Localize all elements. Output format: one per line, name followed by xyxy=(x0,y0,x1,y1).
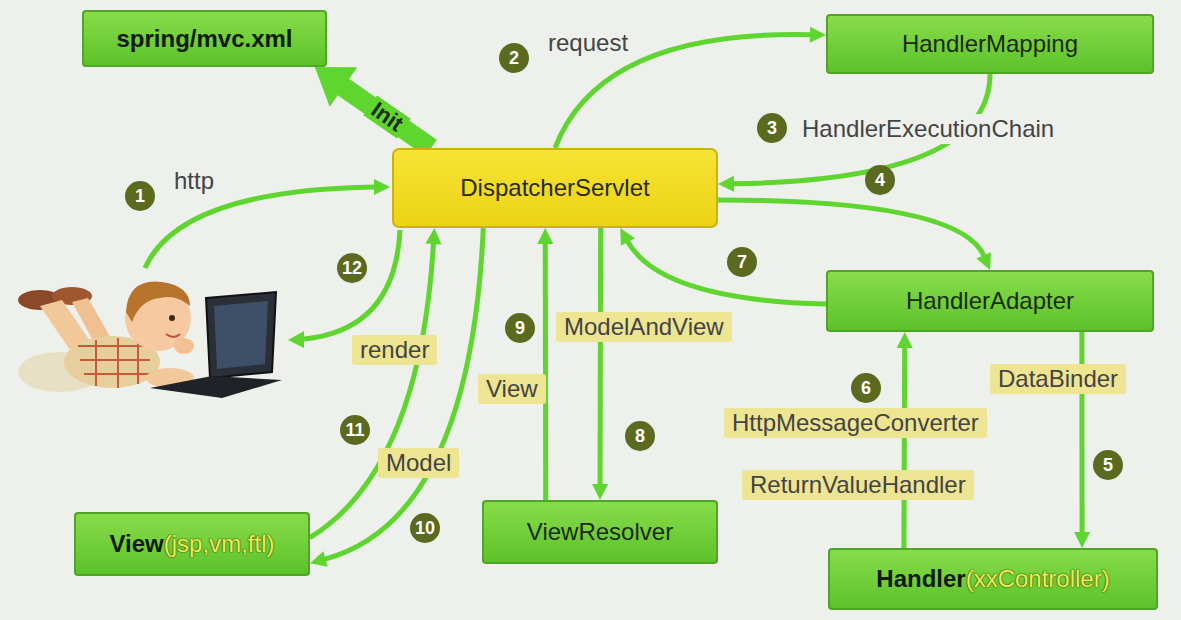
callout-number: 11 xyxy=(340,415,370,445)
connector-line xyxy=(901,347,907,548)
handler-box: Handler(xxController) xyxy=(828,548,1158,610)
arrow-head xyxy=(897,332,913,348)
callout-number: 2 xyxy=(499,43,529,73)
child-with-laptop xyxy=(18,282,282,398)
response-arrow xyxy=(288,230,400,348)
connector-line xyxy=(718,200,984,256)
edge-label: ModelAndView xyxy=(556,312,732,342)
callout-number: 12 xyxy=(337,253,367,283)
arrow-head xyxy=(592,484,608,500)
flow-connector xyxy=(537,228,553,500)
flow-connector xyxy=(310,228,441,538)
flow-connector xyxy=(592,228,608,500)
callout-number: 10 xyxy=(410,513,440,543)
flow-label: HttpMessageConverter xyxy=(724,408,987,438)
node-text: spring/mvc.xml xyxy=(116,25,292,53)
edge-label: DataBinder xyxy=(990,364,1126,394)
callout-number: 5 xyxy=(1093,450,1123,480)
callout-number: 9 xyxy=(505,313,535,343)
edge-label: HandlerExecutionChain xyxy=(794,114,1062,144)
callout-number: 8 xyxy=(625,421,655,451)
flow-connector xyxy=(315,67,431,148)
arrow-head xyxy=(537,228,553,244)
arrow-line xyxy=(145,187,374,268)
edge-label: Model xyxy=(378,448,459,478)
flow-connector xyxy=(897,332,913,548)
node-text: DispatcherServlet xyxy=(460,174,649,202)
arrow-head xyxy=(315,67,357,107)
shirt-pattern xyxy=(78,338,150,388)
arrow-line xyxy=(304,230,400,339)
flow-connector xyxy=(718,200,991,270)
arrow-head xyxy=(976,252,991,270)
view-resolver-box: ViewResolver xyxy=(482,500,718,564)
node-text: HandlerAdapter xyxy=(906,287,1074,315)
hair xyxy=(126,282,190,322)
edge-label: ReturnValueHandler xyxy=(742,470,974,500)
callout-number: 6 xyxy=(851,373,881,403)
callout-number: 7 xyxy=(727,247,757,277)
eye xyxy=(169,315,175,321)
node-text: HandlerMapping xyxy=(902,30,1078,58)
callout-number: 1 xyxy=(125,181,155,211)
handler-adapter-box: HandlerAdapter xyxy=(826,270,1154,332)
connector-line xyxy=(627,241,826,304)
arrow-head xyxy=(425,228,441,244)
dispatcher-servlet-box: DispatcherServlet xyxy=(392,148,718,228)
laptop-display xyxy=(214,301,268,369)
arrow-head xyxy=(810,27,826,43)
connector-line xyxy=(310,243,433,538)
config-file-box: spring/mvc.xml xyxy=(82,10,327,67)
node-subtext: (jsp,vm,ftl) xyxy=(164,530,275,558)
view-box: View(jsp,vm,ftl) xyxy=(74,512,310,576)
node-text: ViewResolver xyxy=(527,518,673,546)
handler-mapping-box: HandlerMapping xyxy=(826,14,1154,74)
edge-label: render xyxy=(352,335,437,365)
node-text: View xyxy=(110,530,164,558)
flow-connector xyxy=(620,228,826,304)
laptop-screen xyxy=(206,292,276,378)
mouth xyxy=(166,334,180,337)
edge-label: View xyxy=(478,374,546,404)
connector-line xyxy=(1079,332,1084,533)
arrow-head xyxy=(1074,532,1090,548)
arrow-head xyxy=(288,331,304,348)
flow-connector xyxy=(310,228,483,567)
arrow-head xyxy=(718,176,734,192)
node-text: Handler xyxy=(876,565,965,593)
connector-line xyxy=(598,228,604,485)
edge-label: request xyxy=(540,28,636,58)
laptop-base xyxy=(150,376,282,398)
callout-number: 4 xyxy=(865,165,895,195)
arrow-head xyxy=(374,179,390,195)
arrow-head xyxy=(620,228,635,246)
connector-line xyxy=(543,243,548,500)
callout-number: 3 xyxy=(757,113,787,143)
hand xyxy=(174,338,194,354)
connector-line xyxy=(343,86,431,148)
flow-label: http xyxy=(166,166,222,196)
arrow-head xyxy=(310,551,328,566)
node-subtext: (xxController) xyxy=(966,565,1110,593)
